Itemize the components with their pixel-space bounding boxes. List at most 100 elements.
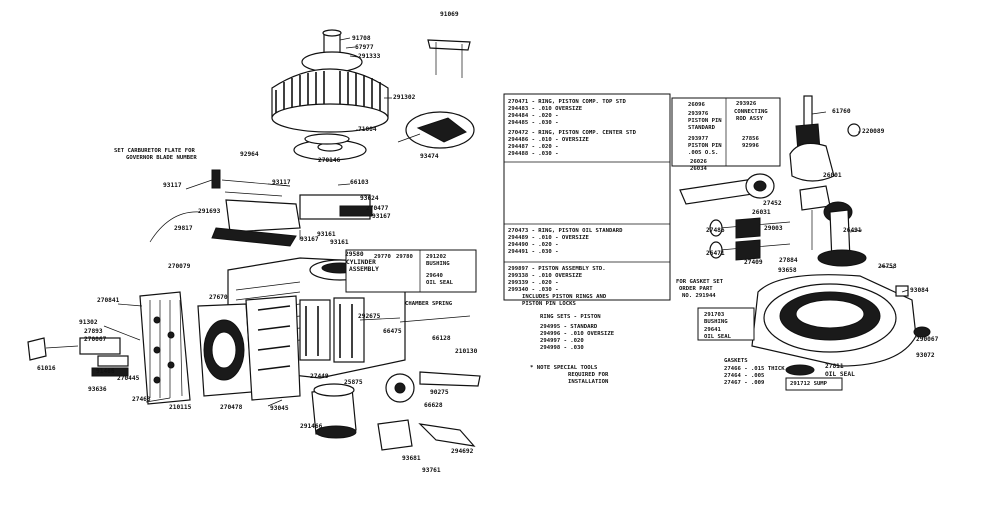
part-number-label: 27670 (209, 294, 228, 301)
cyl-label: 29770 (374, 254, 391, 260)
cylinder-box-frame (345, 249, 477, 293)
part-number-label: 27884 (779, 257, 798, 264)
magneto-parts-drawing (377, 371, 481, 451)
star-note: * NOTE SPECIAL TOOLS REQUIRED FOR INSTAL… (530, 365, 609, 385)
part-number-label: 29580 (345, 251, 364, 258)
note-text: ORDER PART (679, 286, 713, 292)
part-number-label: 290067 (916, 336, 939, 343)
part-number-label: 71004 (358, 126, 377, 133)
part-number-label: 92964 (240, 151, 259, 158)
part-number-label: 91406 (96, 368, 115, 375)
part-number-label: 27409 (744, 259, 763, 266)
cyl-label: 291202 (426, 254, 446, 260)
part-number-label: 27811 (825, 363, 844, 370)
cylinder-box-text: 29770 29780 291202 BUSHING 29640 OIL SEA… (374, 254, 454, 286)
note-text: 27466 - .015 THICK (724, 366, 785, 372)
part-number-label: 26758 (878, 263, 897, 270)
sump-label: 291703 (704, 312, 724, 318)
carburetor-linkage-drawing (149, 169, 373, 247)
part-number-label: 27893 (84, 328, 103, 335)
part-number-label: 93045 (270, 405, 289, 412)
sump-box-frame (697, 307, 755, 341)
ring-box-line: 294487 - .020 - (508, 144, 559, 150)
part-number-labels: 9170867977291333910692913027100427014693… (37, 11, 939, 474)
part-number-label: 91069 (440, 11, 459, 18)
ring-box-line: 294488 - .030 - (508, 151, 559, 157)
part-number-label: 270477 (366, 205, 389, 212)
ring-sets-line: 294995 - STANDARD (540, 324, 598, 330)
part-number-label: 210115 (169, 404, 192, 411)
part-number-label: 66475 (383, 328, 402, 335)
ring-sets-line: 294998 - .030 (540, 345, 584, 351)
piston-box-line: 299897 - PISTON ASSEMBLY STD. (508, 266, 606, 272)
starter-cup-drawing (293, 133, 367, 161)
part-number-label: 270841 (97, 297, 120, 304)
sump-label-frame (785, 377, 843, 391)
pin-label: PISTON PIN (688, 143, 722, 149)
part-number-label: 29817 (174, 225, 193, 232)
part-number-label: 291302 (393, 94, 416, 101)
part-number-label: 270478 (220, 404, 243, 411)
part-number-label: 93117 (163, 182, 182, 189)
part-number-label: 220089 (862, 128, 885, 135)
part-number-label: 25875 (344, 379, 363, 386)
part-number-label: 27449 (310, 373, 329, 380)
valves-drawing (709, 217, 791, 261)
ring-sets-line: 294997 - .020 (540, 338, 584, 344)
pin-label: 92996 (742, 143, 759, 149)
pin-label: 293976 (688, 111, 709, 117)
part-number-label: 93658 (778, 267, 797, 274)
star-note-line-3: INSTALLATION (568, 379, 609, 385)
ring-box-line: 270471 - RING, PISTON COMP. TOP STD (508, 99, 627, 105)
part-number-label: 29003 (764, 225, 783, 232)
part-number-label: 66128 (432, 335, 451, 342)
piston-box-line: 299338 - .010 OVERSIZE (508, 273, 582, 279)
part-number-label: 26471 (706, 250, 725, 257)
part-number-label: 93167 (300, 236, 319, 243)
note-text: GOVERNOR BLADE NUMBER (126, 155, 197, 161)
ring-box-line: 294483 - .010 OVERSIZE (508, 106, 582, 112)
part-number-label: 292675 (358, 313, 381, 320)
part-number-label: 93636 (88, 386, 107, 393)
cyl-label: 29640 (426, 273, 443, 279)
note-text: 291712 SUMP (790, 381, 828, 387)
note-text: SET CARBURETOR FLATE FOR (114, 148, 195, 154)
cyl-label: 29780 (396, 254, 413, 260)
part-number-label: 26491 (843, 227, 862, 234)
note-text: 27464 - .005 (724, 373, 764, 379)
sump-label: BUSHING (704, 319, 728, 325)
part-number-label: 93072 (916, 352, 935, 359)
pin-box-text: 26096 293976 PISTON PIN STANDARD 293977 … (688, 101, 768, 172)
ring-box-line: 270472 - RING, PISTON COMP. CENTER STD (508, 130, 637, 136)
sump-drawing (751, 274, 931, 376)
cyl-label: BUSHING (426, 261, 450, 267)
part-number-label: CYLINDER (346, 259, 376, 266)
pin-label: CONNECTING (734, 109, 768, 115)
part-number-label: 61760 (832, 108, 851, 115)
piston-box-line: 299340 - .030 - (508, 287, 559, 293)
note-text: NO. 291944 (682, 293, 716, 299)
part-number-label: OIL SEAL (825, 371, 855, 378)
part-number-label: 270445 (117, 375, 140, 382)
sump-box-text: 291703 BUSHING 29641 OIL SEAL (704, 312, 732, 340)
pin-label: ROD ASSY (736, 116, 764, 122)
piston-box-line: PISTON PIN LOCKS (522, 301, 577, 307)
pin-label: PISTON PIN (688, 118, 722, 124)
part-number-label: 26001 (823, 172, 842, 179)
spark-plug-drawing (27, 337, 129, 377)
part-number-label: 93624 (360, 195, 379, 202)
part-number-label: 294692 (451, 448, 474, 455)
pin-label: 26026 (690, 159, 707, 165)
ring-box-frame (503, 93, 671, 301)
ring-box-line: 270473 - RING, PISTON OIL STANDARD (508, 228, 623, 234)
ring-box-line: 294489 - .010 - OVERSIZE (508, 235, 589, 241)
part-number-label: 291333 (358, 53, 381, 60)
part-number-label: 93681 (402, 455, 421, 462)
part-number-label: 27463 (132, 396, 151, 403)
part-number-label: 90275 (430, 389, 449, 396)
sump-label: OIL SEAL (704, 334, 732, 340)
camshaft-drawing (817, 209, 867, 267)
note-text: 27467 - .009 (724, 380, 765, 386)
ring-box-line: 294490 - .020 - (508, 242, 559, 248)
